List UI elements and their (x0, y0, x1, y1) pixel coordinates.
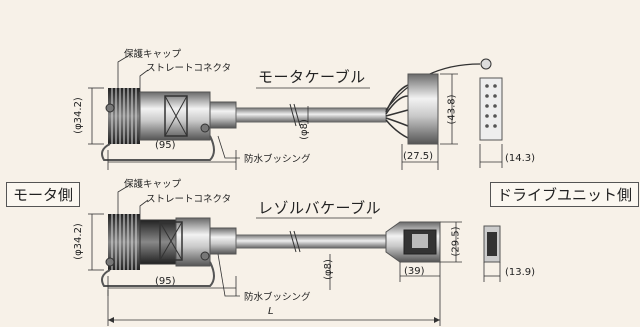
bottom-dia-connector: (φ34.2) (72, 223, 84, 260)
bottom-plug-width: (13.9) (505, 267, 536, 278)
resolver-cable-assembly (88, 185, 501, 326)
bottom-bushing (209, 227, 237, 255)
top-dia-cable: (φ8) (298, 119, 310, 140)
bottom-bushing-label: 防水ブッシング (244, 292, 311, 303)
top-plug-len: (27.5) (403, 151, 434, 162)
top-dia-connector: (φ34.2) (72, 97, 84, 134)
bottom-connector-label: ストレートコネクタ (146, 194, 232, 205)
top-plug-width: (14.3) (505, 153, 536, 164)
top-connector-body (139, 91, 211, 141)
top-plug-height: (43.8) (446, 94, 458, 125)
top-plug (407, 73, 439, 145)
bottom-plug-len: (39) (404, 266, 425, 277)
motor-side-label: モータ側 (6, 182, 81, 207)
bottom-len-connector: (95) (155, 276, 176, 287)
overall-length-label: L (268, 306, 274, 317)
drive-side-label: ドライブユニット側 (490, 182, 640, 207)
top-len-connector: (95) (155, 140, 176, 151)
top-bushing (209, 101, 237, 129)
top-cable-title: モータケーブル (258, 68, 366, 86)
top-cable (235, 107, 387, 123)
bottom-cable-title: レゾルバケーブル (258, 199, 382, 217)
motor-cable-assembly (88, 55, 503, 170)
bottom-cap-label: 保護キャップ (124, 179, 182, 190)
top-connector-label: ストレートコネクタ (146, 63, 232, 74)
top-bushing-label: 防水ブッシング (244, 154, 311, 165)
top-cap-label: 保護キャップ (124, 49, 182, 60)
bottom-dia-cable: (φ8) (322, 259, 334, 280)
bottom-plug-height: (29.5) (450, 226, 462, 257)
bottom-cable (235, 234, 387, 249)
top-plug-front (479, 77, 503, 141)
